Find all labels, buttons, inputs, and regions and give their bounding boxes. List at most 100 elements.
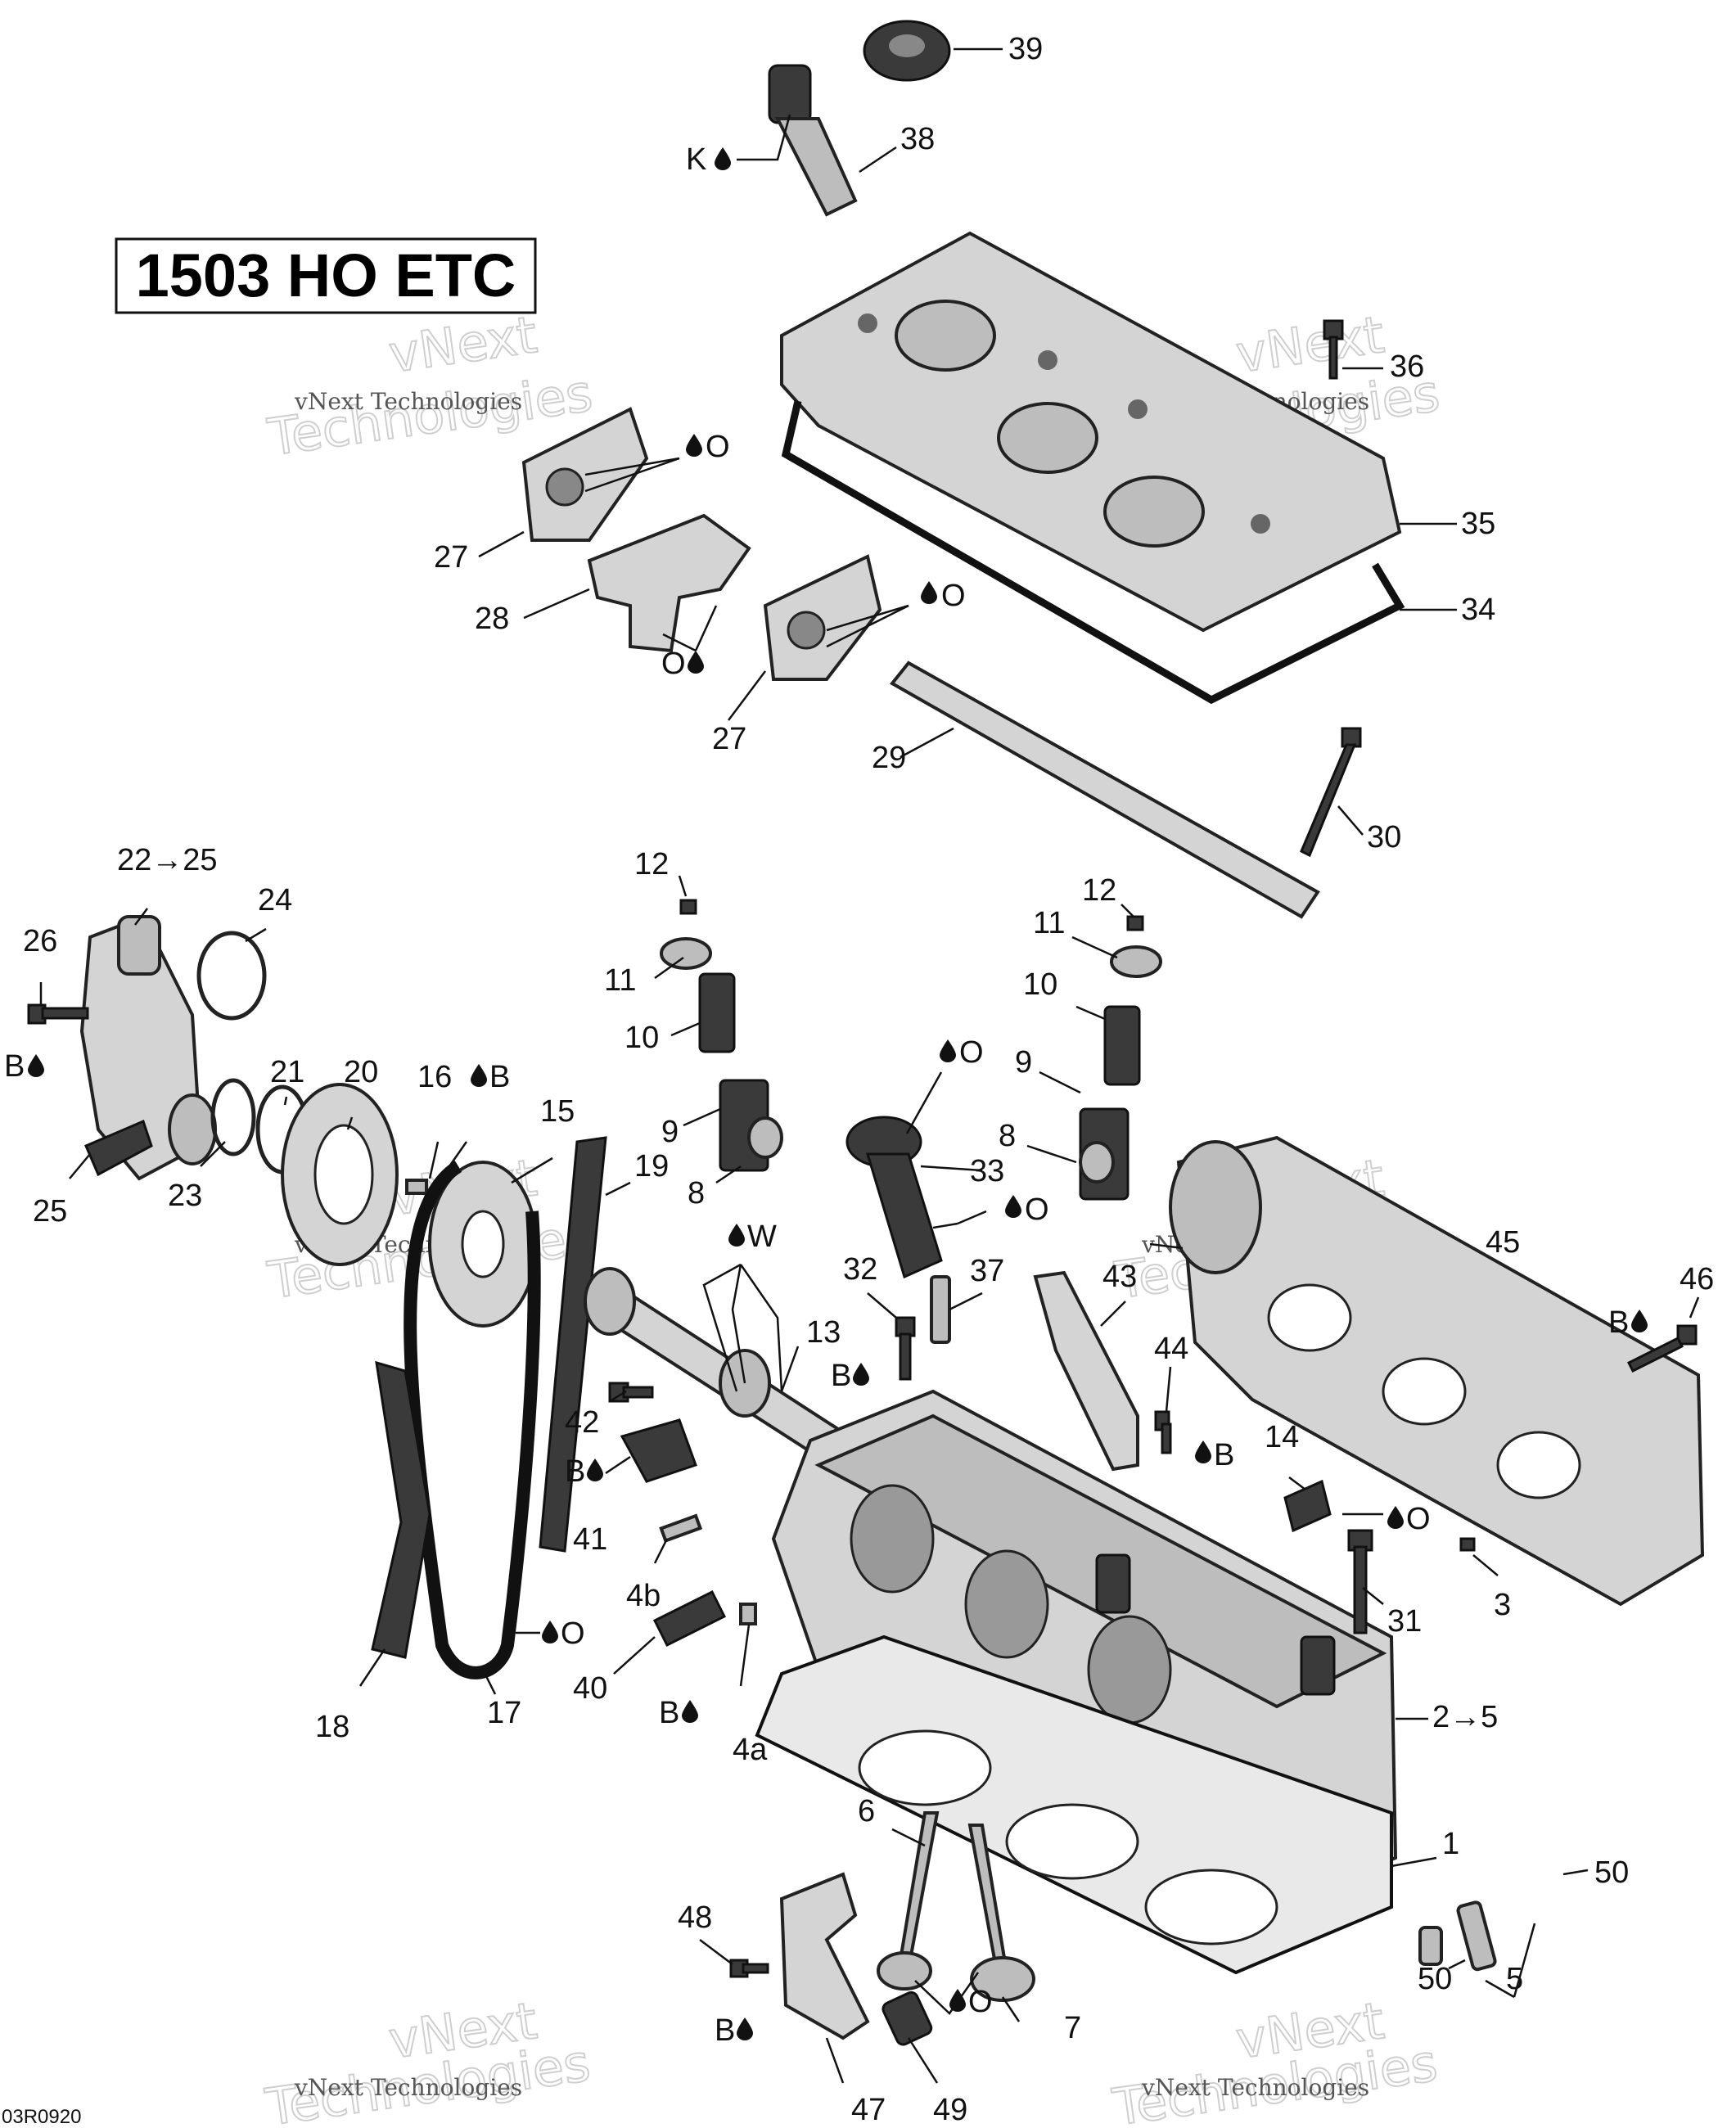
callout-16: 16	[417, 1060, 452, 1094]
lube-o: O	[968, 1985, 993, 2019]
part-40-temp-sensor	[652, 1589, 727, 1648]
lubricant-marks: O O O B B O O W B B B B O B O O B	[4, 147, 1648, 2048]
lube-o: O	[661, 647, 686, 681]
diagram-code: 03R0920	[2, 2106, 81, 2128]
part-48-bolt	[729, 1959, 769, 1978]
callout-27: 27	[712, 722, 746, 756]
lube-b: B	[659, 1696, 679, 1730]
part-6-valve	[877, 1811, 940, 1990]
lube-b: B	[715, 2013, 735, 2048]
callout-36: 36	[1390, 349, 1424, 384]
callout-37: 37	[970, 1254, 1004, 1288]
part-46-bolt	[1626, 1324, 1698, 1373]
part-22-sensor-housing	[79, 914, 217, 1181]
callout-38: 38	[900, 122, 935, 156]
lube-b: B	[831, 1359, 851, 1393]
callout-labels: 39 38 K 36 35 34 27 28 27 29 30 22→25 24…	[23, 32, 1714, 2127]
callout-42: 42	[565, 1405, 599, 1440]
drop-icon	[1195, 1440, 1211, 1463]
callout-35: 35	[1461, 507, 1495, 541]
lube-b: B	[565, 1454, 585, 1489]
callout-6: 6	[858, 1794, 875, 1828]
part-15-sprocket	[428, 1161, 538, 1328]
lube-b: B	[4, 1049, 25, 1084]
callout-12: 12	[1082, 873, 1116, 908]
part-24-o-ring	[196, 931, 267, 1021]
lube-b: B	[1608, 1305, 1629, 1340]
callout-7: 7	[1064, 2011, 1081, 2045]
callout-50: 50	[1418, 1962, 1452, 1996]
callout-26: 26	[23, 924, 57, 958]
part-47-bracket	[779, 1872, 870, 2040]
callout-9: 9	[661, 1115, 679, 1149]
callout-18: 18	[315, 1710, 349, 1744]
lube-b: B	[489, 1060, 510, 1094]
lube-b: B	[1214, 1438, 1234, 1472]
callout-3: 3	[1494, 1588, 1511, 1622]
part-28-rocker-arm	[587, 513, 751, 653]
drop-icon	[686, 434, 702, 457]
drop-icon	[853, 1363, 869, 1386]
part-38-ignition-coil	[768, 64, 858, 217]
drop-icon	[737, 2018, 753, 2040]
callout-4b: 4b	[626, 1579, 661, 1613]
callout-40: 40	[573, 1671, 607, 1706]
lube-o: O	[941, 579, 966, 613]
part-4a-dowel	[739, 1603, 757, 1625]
callout-24: 24	[258, 883, 292, 917]
callout-11: 11	[1033, 906, 1065, 940]
drop-icon	[688, 651, 704, 674]
part-14-plate	[1283, 1479, 1332, 1533]
model-title: 1503 HO ETC	[136, 241, 516, 309]
part-43-bracket	[1033, 1270, 1139, 1472]
part-7-valve	[967, 1824, 1035, 2002]
part-29-rocker-shaft	[889, 660, 1320, 919]
drop-icon	[542, 1621, 558, 1643]
drop-icon	[940, 1039, 956, 1062]
drop-icon	[471, 1064, 487, 1087]
callout-2-5: 2→5	[1432, 1700, 1498, 1734]
lube-o: O	[706, 430, 730, 464]
callout-48: 48	[678, 1900, 712, 1935]
callout-11: 11	[604, 963, 636, 998]
part-13-camshaft	[584, 1267, 846, 1459]
drop-icon	[682, 1700, 698, 1723]
callout-12: 12	[634, 847, 669, 881]
part-35-valve-cover	[780, 231, 1402, 633]
callout-50: 50	[1594, 1855, 1629, 1890]
callout-8: 8	[688, 1176, 705, 1211]
part-45-intake-manifold	[1169, 1135, 1705, 1607]
part-39-grommet	[863, 20, 951, 82]
part-illustrations	[27, 20, 1705, 2046]
callout-41: 41	[573, 1522, 607, 1557]
drop-icon	[1631, 1310, 1648, 1332]
callout-17: 17	[487, 1696, 521, 1730]
part-20-timing-cover	[281, 1083, 399, 1266]
valve-train-right	[1079, 915, 1162, 1201]
callout-39: 39	[1008, 32, 1043, 66]
callout-21: 21	[270, 1055, 304, 1089]
drop-icon	[28, 1054, 44, 1077]
part-49-nut	[882, 1990, 933, 2046]
part-3-dowel	[1459, 1537, 1476, 1552]
callout-32: 32	[843, 1252, 877, 1287]
part-18-tensioner-guide	[371, 1360, 431, 1659]
part-44-bolt	[1154, 1410, 1172, 1454]
lube-o: O	[561, 1616, 585, 1651]
callout-10: 10	[625, 1021, 659, 1055]
leader-lines	[39, 47, 1700, 2084]
part-41-sensor	[620, 1418, 697, 1483]
drop-icon	[1387, 1506, 1404, 1529]
callout-23: 23	[168, 1179, 202, 1213]
part-34-cover-gasket	[781, 399, 1405, 705]
lube-o: O	[959, 1035, 984, 1070]
callout-30: 30	[1367, 820, 1401, 854]
callout-14: 14	[1265, 1420, 1299, 1454]
callout-20: 20	[344, 1055, 378, 1089]
part-17-timing-chain	[404, 1161, 541, 1679]
callout-45: 45	[1486, 1225, 1520, 1260]
part-50-sleeve-b	[1418, 1926, 1443, 1966]
part-32-bolt	[895, 1316, 916, 1381]
model-title-box: 1503 HO ETC	[115, 237, 537, 314]
watermark-text: vNext Technologies	[294, 2074, 522, 2101]
